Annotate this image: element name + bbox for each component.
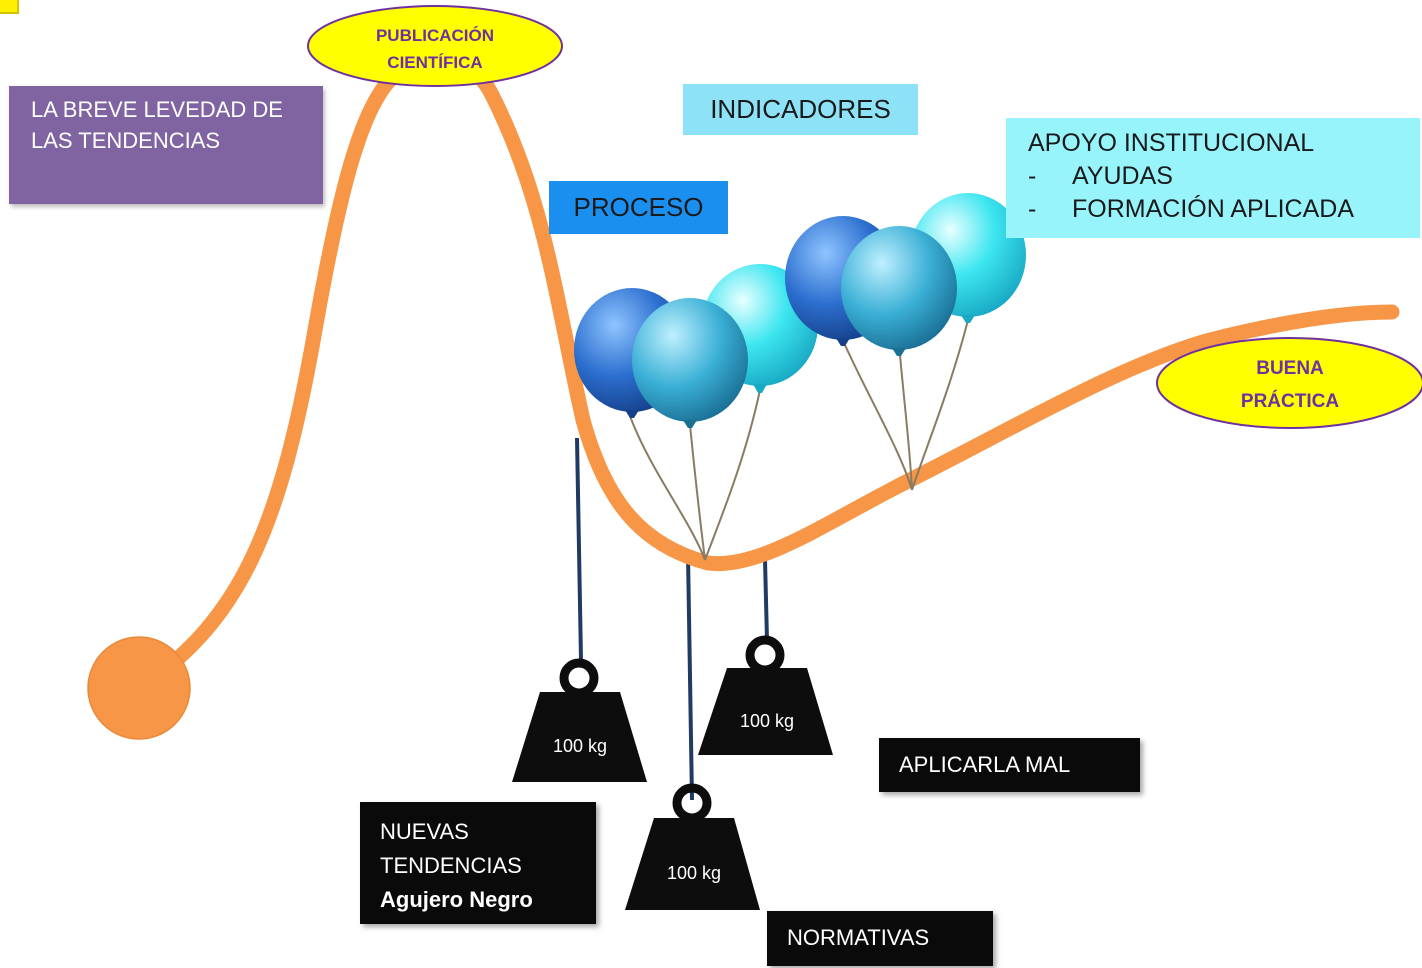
publicacion-line-2: CIENTÍFICA	[387, 53, 482, 72]
aplicarla-box: APLICARLA MAL	[879, 738, 1140, 792]
balloon-cluster-left	[574, 264, 818, 428]
balloon	[632, 298, 748, 428]
weight-middle-label: 100 kg	[667, 863, 721, 883]
normativas-label: NORMATIVAS	[787, 925, 930, 950]
indicadores-label: INDICADORES	[710, 94, 891, 124]
balloon	[841, 226, 957, 356]
bullet-dash: -	[1028, 162, 1037, 190]
balloon-strings-left	[629, 389, 761, 561]
proceso-box: PROCESO	[549, 181, 728, 234]
rope-right	[763, 559, 769, 641]
apoyo-item: - FORMACIÓN APLICADA	[1028, 193, 1420, 226]
tendencias-line-1: LA BREVE LEVEDAD DE	[31, 97, 283, 122]
rope-left	[575, 437, 583, 661]
proceso-label: PROCESO	[573, 192, 704, 222]
trend-curve	[132, 52, 1400, 696]
weight-left-label: 100 kg	[553, 736, 607, 756]
weight-middle: 100 kg	[625, 783, 760, 910]
weight-right: 100 kg	[698, 635, 833, 755]
nuevas-line-2: TENDENCIAS	[380, 853, 522, 878]
weight-left: 100 kg	[512, 658, 647, 782]
nuevas-line-1: NUEVAS	[380, 819, 469, 844]
apoyo-box: APOYO INSTITUCIONAL - AYUDAS - FORMACIÓN…	[1006, 118, 1420, 238]
apoyo-item-label: AYUDAS	[1072, 162, 1173, 190]
aplicarla-label: APLICARLA MAL	[899, 752, 1071, 777]
bullet-dash: -	[1028, 195, 1037, 223]
publicacion-line-1: PUBLICACIÓN	[376, 26, 494, 45]
weight-right-label: 100 kg	[740, 711, 794, 731]
agujero-negro-label: Agujero Negro	[380, 887, 533, 912]
nuevas-tendencias-box: NUEVAS TENDENCIAS Agujero Negro	[360, 802, 596, 924]
buena-line-2: PRÁCTICA	[1241, 390, 1339, 412]
normativas-box: NORMATIVAS	[767, 911, 993, 966]
apoyo-title: APOYO INSTITUCIONAL	[1028, 129, 1315, 157]
apoyo-item-label: FORMACIÓN APLICADA	[1072, 195, 1354, 223]
buena-line-1: BUENA	[1256, 358, 1324, 379]
indicadores-box: INDICADORES	[683, 84, 918, 135]
balloon-strings-right	[844, 319, 969, 491]
rope-middle	[686, 554, 694, 801]
buena-practica-ellipse: BUENA PRÁCTICA	[1156, 337, 1422, 429]
publicacion-ellipse: PUBLICACIÓN CIENTÍFICA	[307, 5, 563, 87]
corner-marker	[0, 0, 19, 14]
start-ball	[87, 636, 191, 740]
balloon-cluster-right	[785, 193, 1026, 356]
apoyo-item: - AYUDAS	[1028, 160, 1420, 193]
tendencias-box: LA BREVE LEVEDAD DE LAS TENDENCIAS	[9, 86, 323, 204]
tendencias-line-2: LAS TENDENCIAS	[31, 128, 221, 153]
